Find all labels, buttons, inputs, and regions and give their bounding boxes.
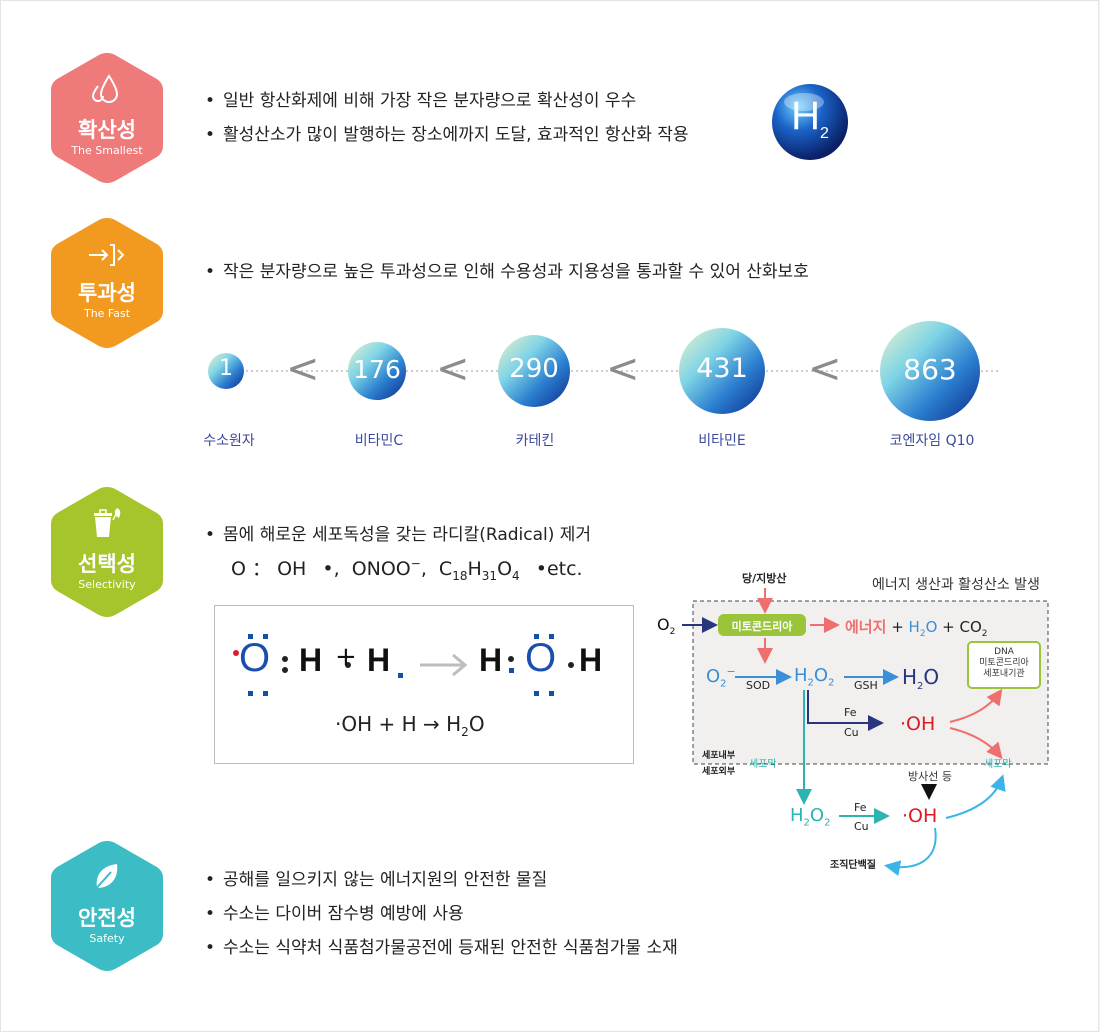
oxygen-label: O2 (657, 615, 676, 638)
h2-symbol: H2 (791, 94, 829, 142)
cu-label: Cu (854, 820, 869, 833)
molecular-weight-scale (208, 321, 1000, 421)
bullet-item: 공해를 일으키지 않는 에너지원의 안전한 물질 (205, 863, 678, 897)
molecule-circle (348, 342, 406, 400)
less-than-sign: < (286, 346, 320, 392)
section-subtitle: Safety (89, 932, 125, 945)
water-label: H2O (902, 665, 940, 692)
molecule-value: 176 (353, 355, 401, 384)
molecule-circle (208, 353, 244, 389)
hexagon-shape (51, 53, 163, 183)
molecule-value: 290 (509, 354, 559, 384)
water-drops-icon (91, 74, 119, 103)
less-than-sign: < (606, 346, 640, 392)
sod-label: SOD (746, 679, 771, 692)
inside-cell-label: 세포내부 (702, 751, 736, 761)
sugar-fat-label: 당/지방산 (742, 572, 787, 585)
bullet-item: 수소는 다이버 잠수병 예방에 사용 (205, 897, 678, 931)
fe-label: Fe (854, 801, 867, 814)
bullet-item: 일반 항산화제에 비해 가장 작은 분자량으로 확산성이 우수 (205, 84, 689, 118)
section-title: 선택성 (78, 552, 136, 576)
oxygen-atom: O (525, 636, 557, 680)
molecule-value: 431 (696, 353, 748, 384)
superoxide-label: O2− (706, 665, 736, 690)
section-subtitle: Selectivity (78, 578, 136, 591)
lewis-equation-box: O H + H H O H ·OH + H → H2O (214, 605, 634, 764)
molecule-label: 코엔자임 Q10 (889, 433, 975, 449)
section-title: 확산성 (78, 118, 136, 142)
cu-label: Cu (844, 726, 859, 739)
molecule-label: 비타민E (698, 433, 746, 449)
section-title: 투과성 (78, 281, 136, 305)
diagram-title: 에너지 생산과 활성산소 발생 (872, 577, 1040, 593)
hydrogen-atom: H (479, 642, 503, 678)
smallest-bullets: 일반 항산화제에 비해 가장 작은 분자량으로 확산성이 우수 활성산소가 많이… (205, 84, 689, 152)
safety-bullets: 공해를 일으키지 않는 에너지원의 안전한 물질 수소는 다이버 잠수병 예방에… (205, 863, 678, 965)
bullet-item: 활성산소가 많이 발행하는 장소에까지 도달, 효과적인 항산화 작용 (205, 118, 689, 152)
fast-bullets: 작은 분자량으로 높은 투과성으로 인해 수용성과 지용성을 통과할 수 있어 … (205, 255, 809, 289)
molecule-label: 수소원자 (203, 433, 255, 449)
selectivity-bullets: 몸에 해로운 세포독성을 갖는 라디칼(Radical) 제거 (205, 518, 591, 552)
outside-cell-label: 세포외부 (702, 767, 736, 777)
protein-label: 조직단백질 (830, 860, 876, 871)
less-than-sign: < (436, 346, 470, 392)
h2o2-outside-label: H2O2 (790, 805, 831, 829)
hydrogen-atom: H (579, 642, 603, 678)
section-subtitle: The Smallest (71, 144, 143, 157)
membrane-label: 세포막 (749, 759, 777, 770)
hexagon-shape (51, 841, 163, 971)
hydroxyl-radical: ·OH (900, 713, 936, 735)
fe-label: Fe (844, 706, 857, 719)
molecule-circle (498, 335, 570, 407)
penetrate-arrow-icon (89, 244, 125, 266)
radical-list: O ： OH •, ONOO−, C18H31O4 •etc. (231, 556, 583, 583)
section-title: 안전성 (78, 906, 136, 930)
less-than-sign: < (808, 346, 842, 392)
molecule-circle (679, 328, 765, 414)
leaf-icon (92, 864, 118, 893)
lewis-dot-diagram (233, 634, 574, 696)
energy-output: 에너지 + H2O + CO2 (845, 618, 988, 639)
mitochondria-label: 미토콘드리아 (731, 620, 793, 633)
membrane-label: 세포막 (984, 759, 1012, 770)
molecule-label: 카테킨 (515, 433, 555, 449)
bullet-item: 몸에 해로운 세포독성을 갖는 라디칼(Radical) 제거 (205, 518, 591, 552)
molecule-label: 비타민C (354, 433, 404, 449)
mitochondria-box (718, 614, 806, 636)
h2o2-label: H2O2 (794, 665, 835, 689)
dna-box (967, 641, 1041, 689)
plus-sign: + (335, 642, 357, 672)
molecule-value: 863 (903, 353, 957, 386)
trash-bin-icon (94, 508, 121, 537)
section-subtitle: The Fast (83, 307, 131, 320)
oxygen-atom: O (239, 636, 271, 680)
hydroxyl-reaction: ·OH + H → H2O (335, 712, 485, 739)
bullet-item: 작은 분자량으로 높은 투과성으로 인해 수용성과 지용성을 통과할 수 있어 … (205, 255, 809, 289)
gsh-label: GSH (854, 679, 878, 692)
bullet-item: 수소는 식약처 식품첨가물공전에 등재된 안전한 식품첨가물 소재 (205, 931, 678, 965)
hydrogen-atom: H (367, 642, 391, 678)
hexagon-shape (51, 218, 163, 348)
safety-badge: 안전성 Safety (48, 838, 166, 974)
hydrogen-ball: H2 (770, 82, 850, 166)
molecule-circle (880, 321, 980, 421)
molecule-value: 1 (219, 356, 233, 381)
hydroxyl-radical: ·OH (902, 805, 938, 827)
hexagon-shape (51, 487, 163, 617)
fast-badge: 투과성 The Fast (48, 215, 166, 351)
smallest-badge: 확산성 The Smallest (48, 50, 166, 186)
radiation-label: 방사선 등 (908, 770, 952, 783)
hydrogen-atom: H (299, 642, 323, 678)
selectivity-badge: 선택성 Selectivity (48, 484, 166, 620)
ros-diagram-arrows (682, 588, 1049, 876)
